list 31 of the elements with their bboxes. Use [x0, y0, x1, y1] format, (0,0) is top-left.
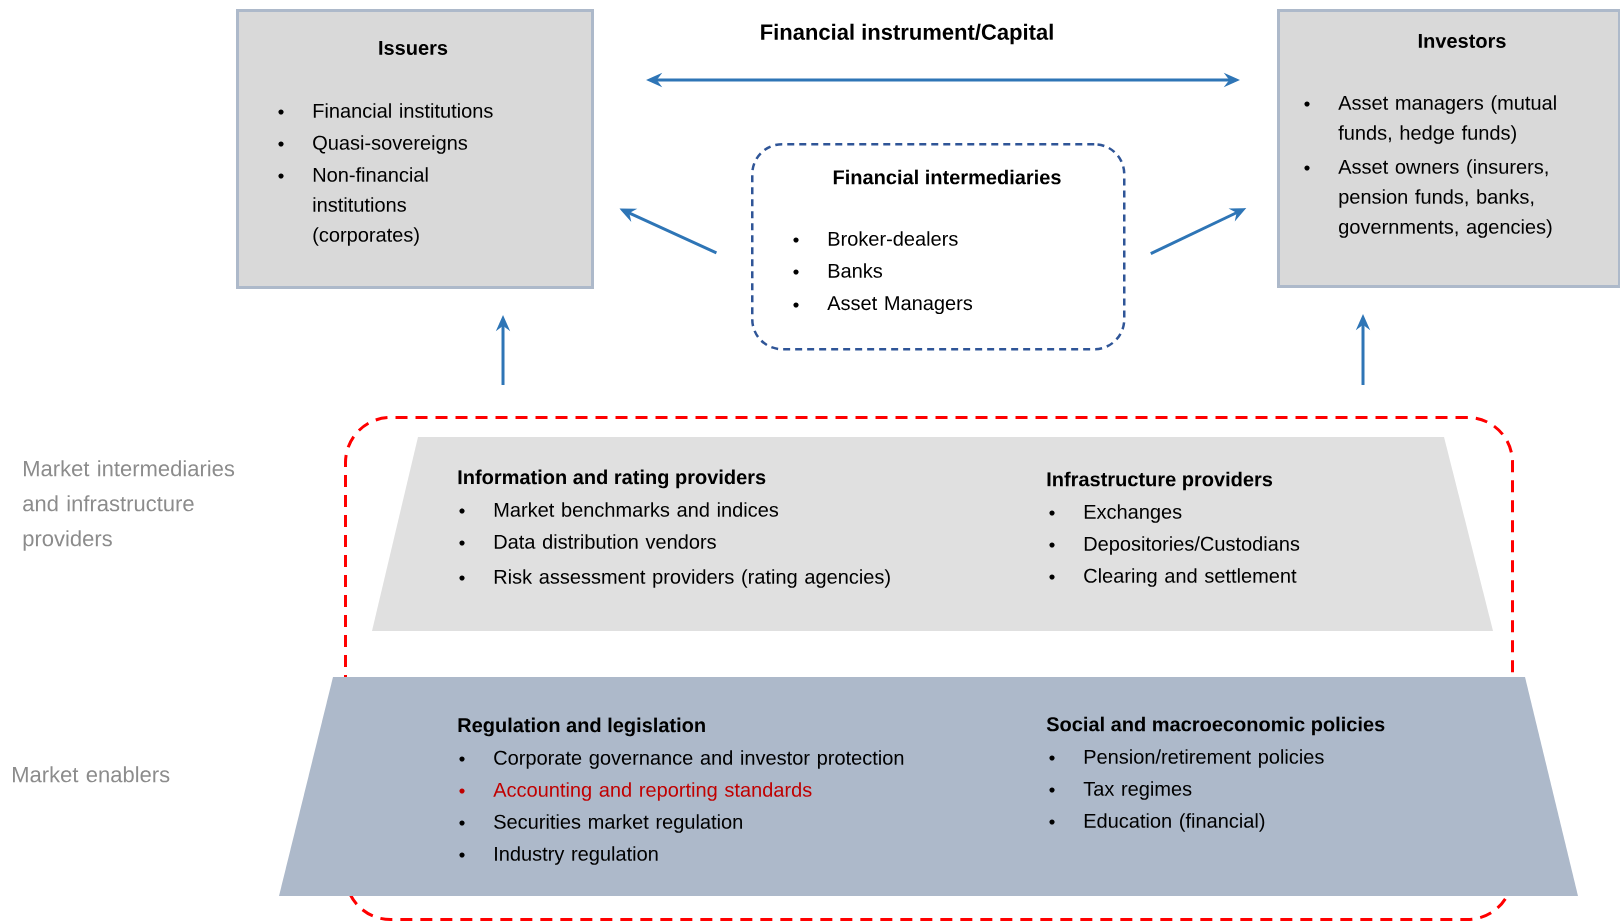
- bullet-item: Asset managers (mutual funds, hedge funds): [1304, 95, 1556, 144]
- bullet-item: Asset owners (insurers, pension funds, banks, governments, agencies): [1304, 159, 1552, 238]
- bullet-item: Broker-dealers: [793, 231, 958, 246]
- bullet-item: Tax regimes: [1049, 781, 1192, 800]
- bullet-item: Financial institutions: [278, 103, 493, 118]
- bullet-item: Depositories/Custodians: [1049, 536, 1300, 555]
- heading: Information and rating providers: [458, 469, 766, 489]
- side-label: Market intermediaries and infrastructure providers: [23, 460, 235, 551]
- side-label: Market enablers: [13, 766, 170, 783]
- bullet-item: Risk assessment providers (rating agencies): [459, 569, 890, 588]
- heading: Issuers: [379, 41, 448, 55]
- bullet-item: Non-financial institutions (corporates): [278, 167, 428, 246]
- bullet-item: Accounting and reporting standards: [459, 782, 812, 801]
- bullet-item: Corporate governance and investor protection: [459, 750, 904, 769]
- bullet-item: Pension/retirement policies: [1049, 749, 1324, 768]
- bullet-item: Industry regulation: [459, 846, 658, 865]
- bullet-item: Quasi-sovereigns: [278, 135, 468, 154]
- heading: Investors: [1418, 34, 1506, 48]
- bullet-item: Asset Managers: [793, 296, 973, 315]
- heading: Financial intermediaries: [833, 169, 1061, 185]
- heading: Infrastructure providers: [1047, 471, 1273, 491]
- heading: Social and macroeconomic policies: [1046, 716, 1385, 736]
- bullet-item: Securities market regulation: [459, 814, 742, 833]
- bullet-item: Market benchmarks and indices: [459, 502, 779, 517]
- bullet-item: Data distribution vendors: [459, 534, 716, 549]
- heading: Regulation and legislation: [458, 717, 705, 737]
- edge-label: Financial instrument/Capital: [757, 21, 1057, 47]
- bullet-item: Clearing and settlement: [1049, 568, 1297, 587]
- bullet-item: Banks: [793, 263, 883, 278]
- bullet-item: Exchanges: [1049, 504, 1182, 523]
- bullet-item: Education (financial): [1049, 813, 1265, 832]
